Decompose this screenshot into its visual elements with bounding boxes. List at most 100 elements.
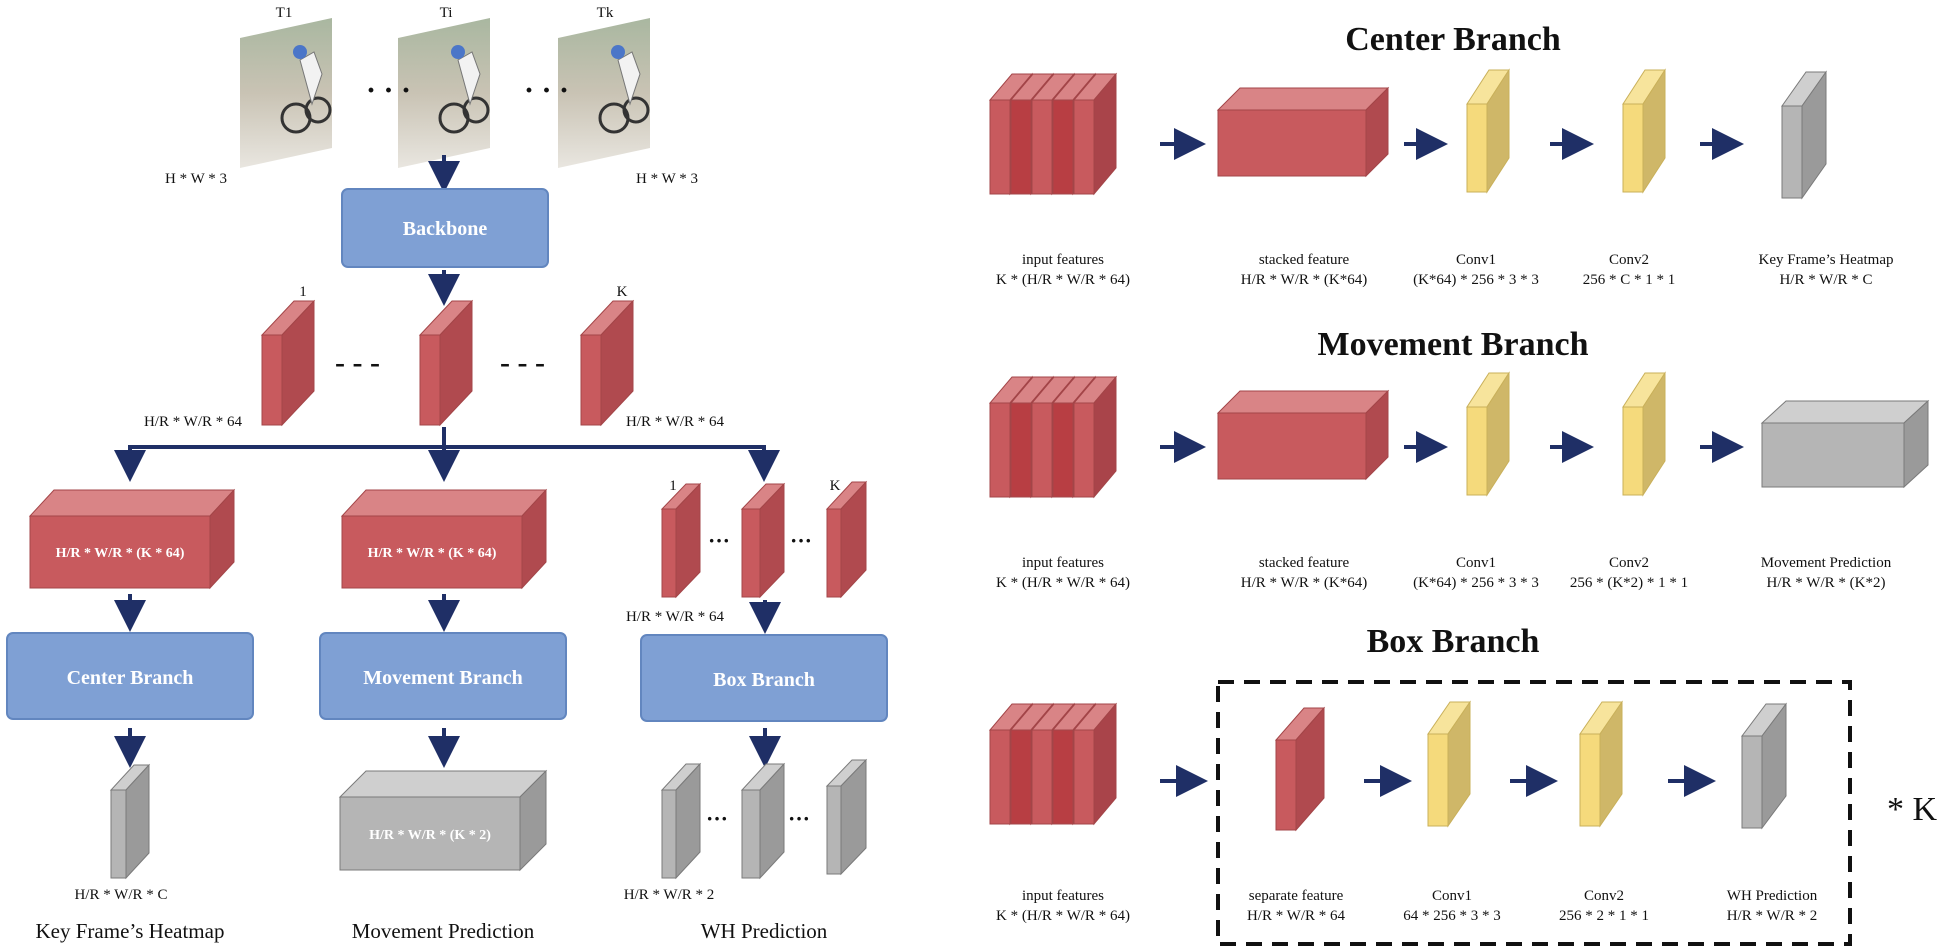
- input-features-stack: [988, 702, 1118, 826]
- caption-movement: Movement Prediction: [352, 919, 535, 943]
- video-frames: T1 Ti Tk · · · · · · H * W * 3 H * W * 3: [165, 5, 698, 187]
- movement-label-shape: H/R * W/R * (K*2): [1767, 575, 1886, 591]
- distribution-arrows: [114, 427, 780, 482]
- box-label-shape: 64 * 256 * 3 * 3: [1403, 908, 1501, 924]
- movement-label-name: Conv2: [1609, 555, 1649, 571]
- input-feature-slice: [1072, 702, 1118, 826]
- ellipsis-dots: · · ·: [366, 74, 411, 107]
- center-branch-title: Center Branch: [1345, 21, 1561, 58]
- ellipsis-dots: ···: [708, 528, 730, 553]
- frame-tk: [558, 18, 650, 168]
- frame-t1: [240, 18, 332, 168]
- caption-wh: WH Prediction: [701, 919, 828, 943]
- stacked-feature-movement: H/R * W/R * (K * 64): [340, 488, 548, 590]
- backbone-block: Backbone: [341, 188, 549, 268]
- feat-size-right: H/R * W/R * 64: [626, 414, 725, 430]
- backbone-label: Backbone: [403, 218, 488, 240]
- center-label-name: Conv2: [1609, 252, 1649, 268]
- box-label-shape: H/R * W/R * 64: [1247, 908, 1346, 924]
- center-label-shape: 256 * C * 1 * 1: [1583, 272, 1676, 288]
- box-branch-block: Box Branch: [640, 634, 888, 722]
- ellipsis-dots: ···: [790, 528, 812, 553]
- stack-movement-label: H/R * W/R * (K * 64): [368, 546, 497, 561]
- conv1-kernel: [1466, 68, 1510, 194]
- box-feat-last: K: [830, 478, 841, 494]
- conv1-kernel: [1466, 371, 1510, 497]
- caption-heatmap: Key Frame’s Heatmap: [36, 919, 225, 943]
- repeat-multiplier: * K: [1887, 791, 1938, 828]
- center-label-name: input features: [1022, 252, 1104, 268]
- output-map: [1781, 70, 1827, 200]
- output-map: [1741, 702, 1787, 830]
- right-panel: Center Branch input features K * (H/R * W/…: [988, 21, 1930, 924]
- ellipsis-dots: ···: [706, 806, 728, 831]
- per-frame-features: 1 K - - - - - - H/R * W/R * 64 H/R * W/R…: [144, 284, 725, 430]
- input-features-stack: [988, 375, 1118, 499]
- frame-ti: [398, 18, 490, 168]
- feature-map-1: [260, 299, 316, 427]
- wh-outputs: ··· ··· H/R * W/R * 2: [624, 758, 868, 903]
- box-feature-i: [740, 482, 786, 599]
- ellipsis-dots: - - -: [335, 346, 380, 379]
- wh-output-1: [660, 762, 702, 880]
- center-label-name: stacked feature: [1259, 252, 1350, 268]
- box-label-shape: K * (H/R * W/R * 64): [996, 908, 1130, 924]
- movement-label-shape: K * (H/R * W/R * 64): [996, 575, 1130, 591]
- input-feature-slice: [1072, 72, 1118, 196]
- frame-label-tk: Tk: [597, 5, 614, 21]
- box-label-name: input features: [1022, 888, 1104, 904]
- box-branch-title: Box Branch: [1367, 623, 1540, 660]
- output-map: [1760, 399, 1930, 489]
- wh-output-i: [740, 762, 786, 880]
- movement-label-name: stacked feature: [1259, 555, 1350, 571]
- box-separate-features: 1 K ··· ··· H/R * W/R * 64: [626, 478, 868, 625]
- input-feature-slice: [1072, 375, 1118, 499]
- movement-label-name: Movement Prediction: [1761, 555, 1892, 571]
- frame-label-ti: Ti: [440, 5, 453, 21]
- box-label-shape: H/R * W/R * 2: [1727, 908, 1818, 924]
- feature-map-k: [579, 299, 635, 427]
- box-feature-1: [660, 482, 702, 599]
- box-label-name: separate feature: [1249, 888, 1344, 904]
- heatmap-size: H/R * W/R * C: [74, 887, 167, 903]
- ellipsis-dots: · · ·: [524, 74, 569, 107]
- input-features-stack: [988, 72, 1118, 196]
- separate-feature: [1274, 706, 1326, 832]
- wh-output-k: [825, 758, 868, 876]
- center-label-shape: (K*64) * 256 * 3 * 3: [1413, 272, 1539, 288]
- stacked-feature: [1216, 86, 1390, 178]
- feat-size-left: H/R * W/R * 64: [144, 414, 243, 430]
- center-branch-block: Center Branch: [6, 632, 254, 720]
- feature-map-i: [418, 299, 474, 427]
- wh-size: H/R * W/R * 2: [624, 887, 715, 903]
- frame-label-t1: T1: [276, 5, 293, 21]
- stacked-feature: [1216, 389, 1390, 481]
- conv2-kernel: [1622, 68, 1666, 194]
- movement-label-shape: 256 * (K*2) * 1 * 1: [1570, 575, 1688, 591]
- box-label-name: Conv2: [1584, 888, 1624, 904]
- box-branch-row: Box Branch input features K * (H/R * W/R *…: [988, 623, 1818, 924]
- feat-label-last: K: [617, 284, 628, 300]
- center-branch-label: Center Branch: [67, 667, 194, 689]
- center-label-shape: H/R * W/R * (K*64): [1241, 272, 1367, 288]
- box-label-name: Conv1: [1432, 888, 1472, 904]
- frame-size-left: H * W * 3: [165, 171, 227, 187]
- movement-branch-row: Movement Branch input features K * (H/R * …: [988, 326, 1930, 591]
- movement-label-name: input features: [1022, 555, 1104, 571]
- conv2-kernel: [1579, 700, 1623, 828]
- box-feat-size: H/R * W/R * 64: [626, 609, 725, 625]
- stack-center-label: H/R * W/R * (K * 64): [56, 546, 185, 561]
- movement-label-shape: H/R * W/R * (K*64): [1241, 575, 1367, 591]
- box-label-shape: 256 * 2 * 1 * 1: [1559, 908, 1649, 924]
- box-feature-k: [825, 480, 868, 599]
- box-label-name: WH Prediction: [1727, 888, 1818, 904]
- ellipsis-dots: ···: [788, 806, 810, 831]
- movement-output-label: H/R * W/R * (K * 2): [369, 828, 491, 843]
- heatmap-output: H/R * W/R * C: [74, 763, 168, 903]
- movement-branch-title: Movement Branch: [1317, 326, 1588, 363]
- box-branch-label: Box Branch: [713, 669, 815, 691]
- stacked-feature-center: H/R * W/R * (K * 64): [28, 488, 236, 590]
- movement-branch-label: Movement Branch: [363, 667, 522, 689]
- movement-branch-block: Movement Branch: [319, 632, 567, 720]
